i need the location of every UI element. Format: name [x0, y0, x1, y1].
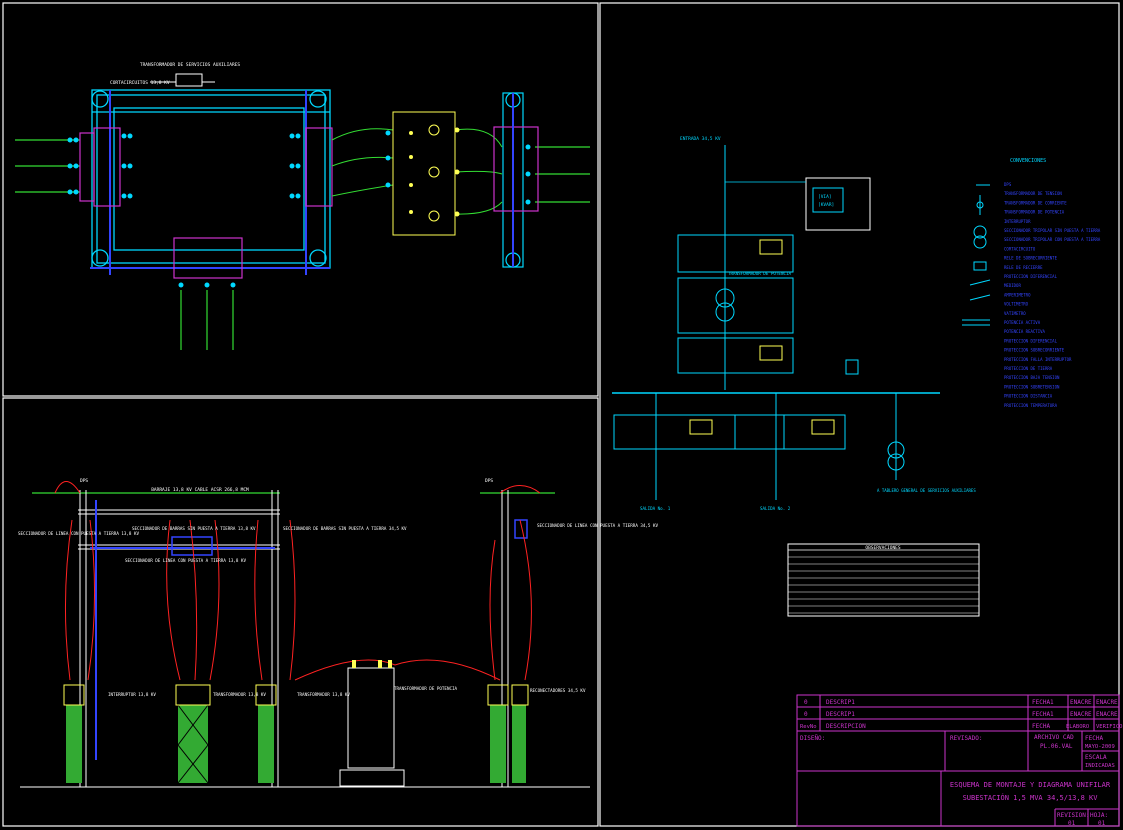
drawing-title-line1: ESQUEMA DE MONTAJE Y DIAGRAMA UNIFILAR [950, 781, 1111, 789]
secc-linea-left-label: SECCIONADOR DE LINEA CON PUESTA A TIERRA… [18, 531, 139, 536]
escala-label: ESCALA [1085, 754, 1107, 761]
rev-row-2-elaboro: ENACRE [1070, 711, 1092, 718]
secc-barras-right-label: SECCIONADOR DE BARRAS SIN PUESTA A TIERR… [283, 526, 407, 531]
escala-value: INDICADAS [1085, 763, 1115, 769]
revisado-label: REVISADO: [950, 735, 983, 742]
header-num: RevNo [800, 724, 817, 730]
diseno-label: DISEÑO: [800, 735, 825, 742]
convention-item: RELE DE RECIERRE [1004, 265, 1043, 270]
convention-item: RELE DE SOBRECORRIENTE [1004, 256, 1058, 261]
rev-row-1-elaboro: ENACRE [1070, 699, 1092, 706]
transf-potencia-label: TRANSFORMADOR DE POTENCIA [394, 686, 458, 691]
convention-item: PROTECCION BAJA TENSION [1004, 375, 1060, 380]
drawing-title-line2: SUBESTACIÓN 1,5 MVA 34,5/13,8 KV [963, 793, 1099, 802]
header-elaboro: ELABORO [1066, 724, 1089, 730]
reconectador-label: RECONECTADORES 34,5 KV [530, 688, 586, 693]
fecha-value: MAYO-2009 [1085, 744, 1115, 750]
convention-item: TRANSFORMADOR DE POTENCIA [1004, 210, 1065, 215]
rev-row-1-verifico: ENACRE [1096, 699, 1118, 706]
convention-item: PROTECCION SOBRETENSION [1004, 384, 1060, 389]
conventions-legend: CONVENCIONES DPS TRANSFORMADOR DE TENSION… [962, 158, 1101, 408]
convention-item: VOLTIMETRO [1004, 302, 1029, 307]
fecha-label: FECHA [1085, 735, 1103, 742]
rev-row-2-verifico: ENACRE [1096, 711, 1118, 718]
conventions-list: DPS TRANSFORMADOR DE TENSION TRANSFORMADOR… [1004, 182, 1101, 408]
interruptor-label: INTERRUPTOR 13,8 KV [108, 692, 156, 697]
observaciones-box: OBSERVACIONES [787, 543, 980, 617]
title-block: 0 DESCRIP1 FECHA1 ENACRE ENACRE 0 DESCRI… [796, 694, 1123, 827]
transformer-label: TRANSFORMADOR DE POTENCIA [728, 271, 792, 276]
plan-view: TRANSFORMADOR DE SERVICIOS AUXILIARES CO… [15, 62, 590, 350]
meter-box-line1: [VIA] [818, 194, 832, 200]
observaciones-title: OBSERVACIONES [865, 545, 901, 551]
secc-linea-center-label: SECCIONADOR DE LINEA CON PUESTA A TIERRA… [125, 558, 246, 563]
hoja-label: HOJA: [1090, 812, 1108, 819]
convention-item: TRANSFORMADOR DE TENSION [1004, 191, 1062, 196]
transf-small-label: TRANSFORMADOR 13,8 KV [297, 692, 350, 697]
convention-item: PROTECCION FALLA INTERRUPTOR [1004, 357, 1072, 362]
convention-item: PROTECCION DE TIERRA [1004, 366, 1053, 371]
rev-row-1-fecha: FECHA1 [1032, 699, 1054, 706]
convention-item: PROTECCION SOBRECORRIENTE [1004, 348, 1065, 353]
convention-item: PROTECCION TEMPERATURA [1004, 403, 1058, 408]
convention-item: SECCIONADOR TRIPOLAR SIN PUESTA A TIERRA [1004, 228, 1101, 233]
busbar-label: BARRAJE 13,8 KV CABLE ACSR 266,8 MCM [151, 487, 249, 493]
secc-barras-label: SECCIONADOR DE BARRAS SIN PUESTA A TIERR… [132, 526, 256, 531]
hoja-value: 01 [1098, 820, 1106, 827]
convention-item: DPS [1004, 182, 1012, 187]
plan-left-label: CORTACIRCUITOS 13,8 KV [110, 80, 170, 86]
entrada-label: ENTRADA 34,5 KV [680, 136, 721, 142]
rev-row-2-fecha: FECHA1 [1032, 711, 1054, 718]
convention-item: INTERRUPTOR [1004, 219, 1031, 224]
secc-linea-right-label: SECCIONADOR DE LINEA CON PUESTA A TIERRA… [537, 523, 658, 528]
convention-item: POTENCIA ACTIVA [1004, 320, 1041, 325]
convention-item: CORTACIRCUITO [1004, 246, 1036, 251]
rev-row-1-num: 0 [804, 699, 808, 706]
revision-label: REVISION: [1057, 812, 1090, 819]
header-desc: DESCRIPCION [826, 723, 866, 730]
convention-item: TRANSFORMADOR DE CORRIENTE [1004, 200, 1067, 205]
convention-item: PROTECCION DISTANCIA [1004, 394, 1053, 399]
header-verifico: VERIFICO [1096, 724, 1123, 730]
convention-item: VATIMETRO [1004, 311, 1026, 316]
convention-item: MEDIDOR [1004, 283, 1021, 288]
rev-row-2-desc: DESCRIP1 [826, 711, 855, 718]
salida-2-label: SALIDA No. 2 [760, 506, 791, 511]
convention-item: PROTECCION DIFERENCIAL [1004, 338, 1058, 343]
rev-row-2-num: 0 [804, 711, 808, 718]
dps-right-label: DPS [485, 478, 493, 484]
convention-item: PROTECCION DIFERENCIAL [1004, 274, 1058, 279]
revision-value: 01 [1068, 820, 1076, 827]
convention-item: POTENCIA REACTIVA [1004, 329, 1046, 334]
plan-top-label: TRANSFORMADOR DE SERVICIOS AUXILIARES [140, 62, 241, 68]
elevation-view: BARRAJE 13,8 KV CABLE ACSR 266,8 MCM DPS… [18, 478, 658, 788]
rev-row-1-desc: DESCRIP1 [826, 699, 855, 706]
meter-box-line2: [KVAR] [818, 202, 834, 208]
conventions-title: CONVENCIONES [1010, 158, 1046, 164]
dps-left-label: DPS [80, 478, 88, 484]
convention-item: SECCIONADOR TRIPOLAR CON PUESTA A TIERRA [1004, 237, 1101, 242]
salida-1-label: SALIDA No. 1 [640, 506, 671, 511]
archivo-value: PL.06.VAL [1040, 743, 1073, 750]
aux-transformer-note: A TABLERO GENERAL DE SERVICIOS AUXILIARE… [877, 488, 976, 493]
archivo-label: ARCHIVO CAD [1034, 734, 1074, 741]
single-line-diagram: ENTRADA 34,5 KV [VIA] [KVAR] TRANSFORMAD… [612, 136, 976, 511]
header-fecha: FECHA [1032, 723, 1050, 730]
transf-corriente-label: TRANSFORMADOR 13,8 KV [213, 692, 266, 697]
convention-item: AMPERIMETRO [1004, 292, 1031, 297]
